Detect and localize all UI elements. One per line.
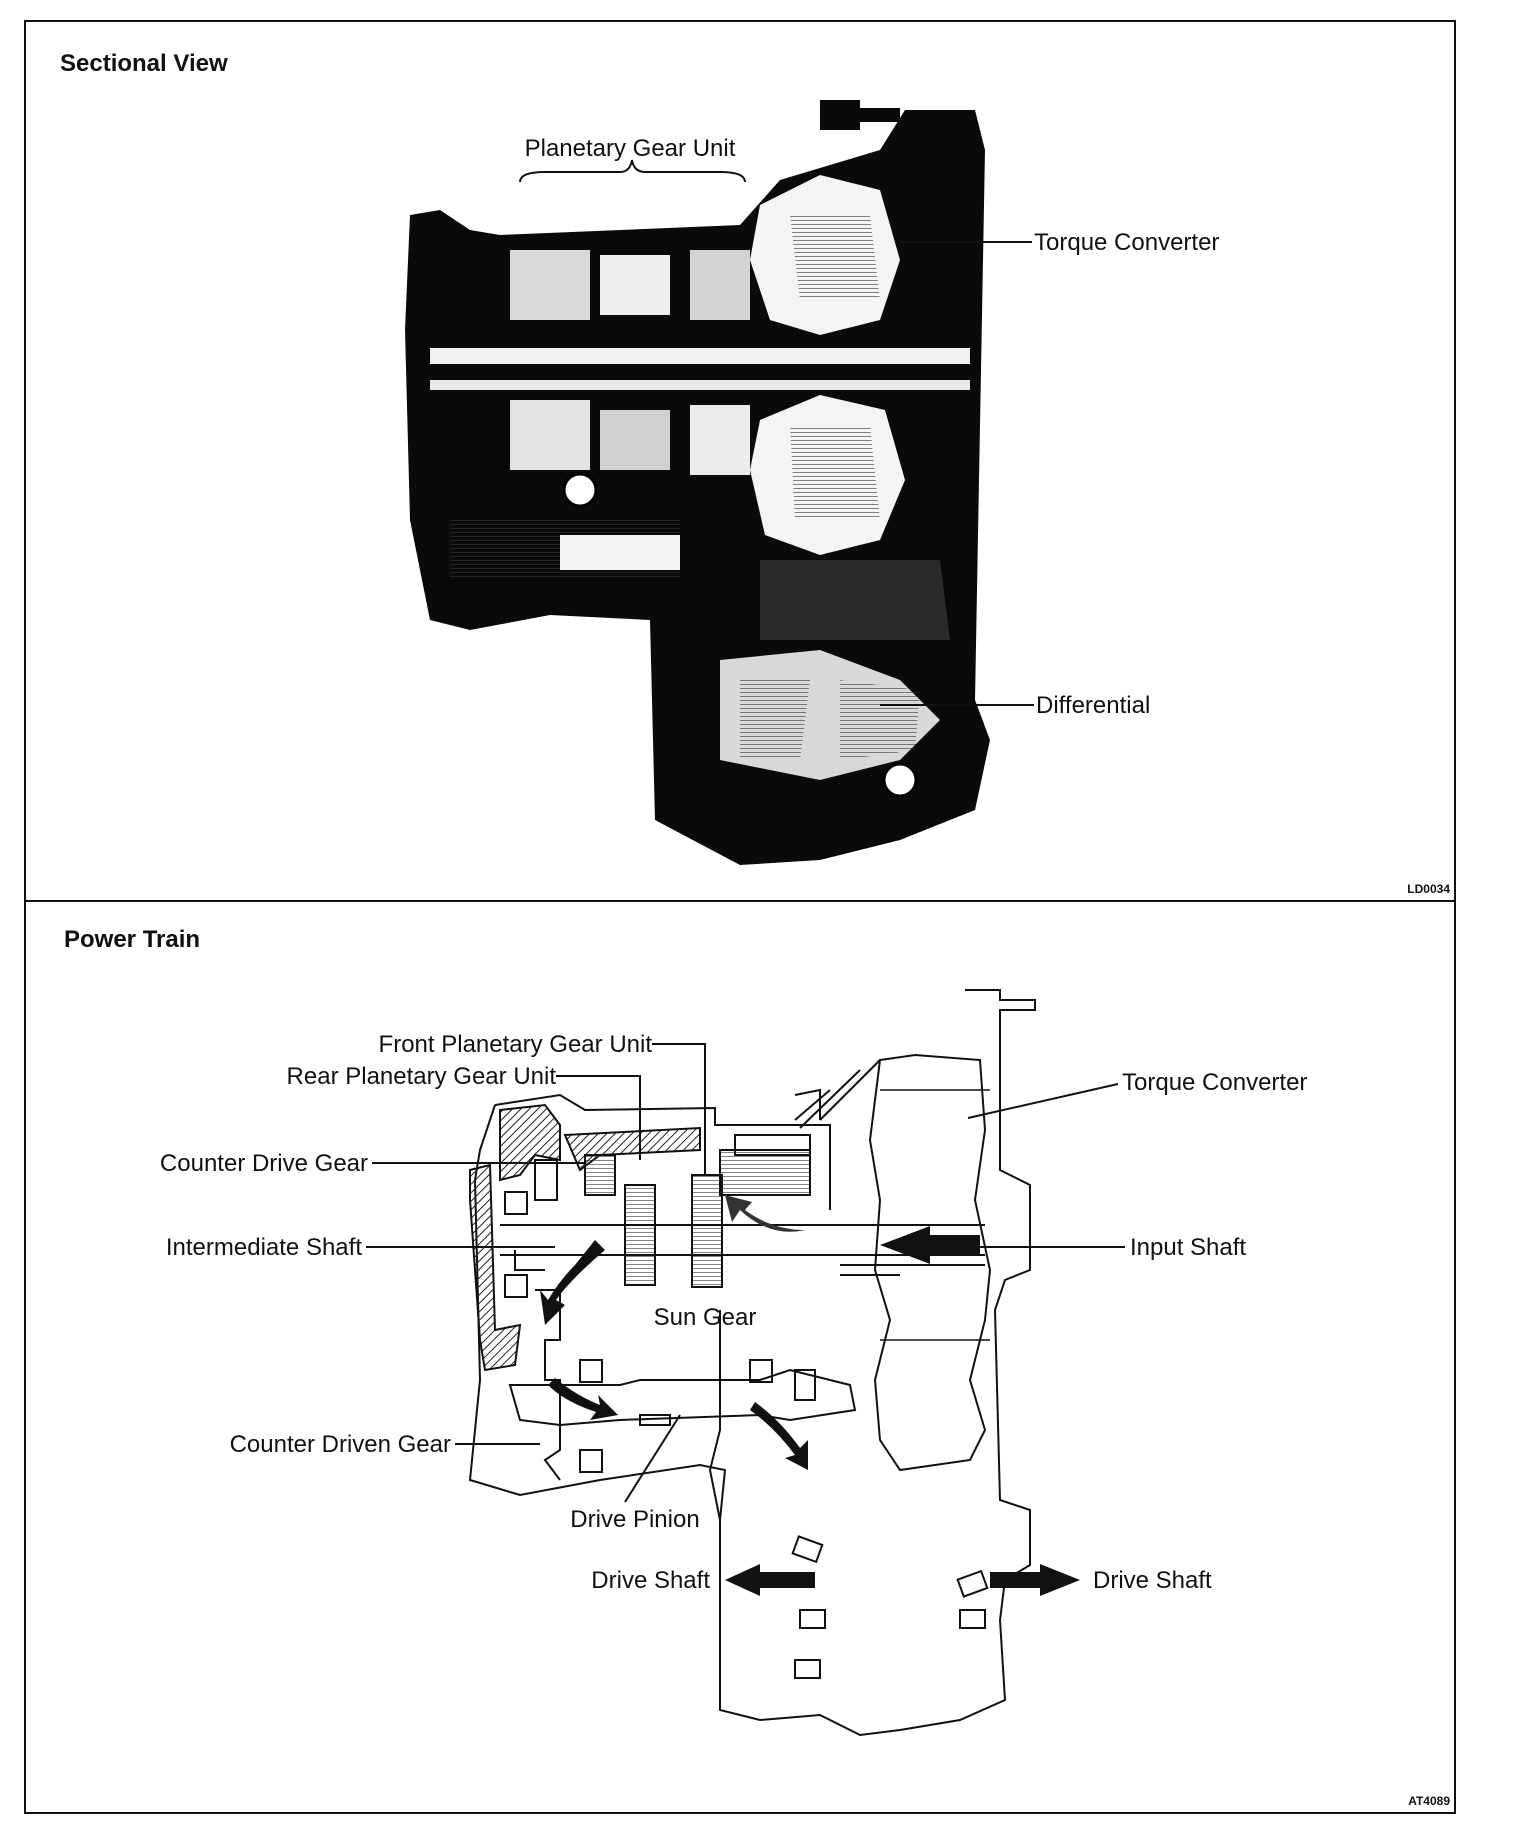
power-train-drawing — [468, 989, 1036, 1737]
planetary-gear-unit-label: Planetary Gear Unit — [525, 135, 736, 162]
intermediate-shaft-label: Intermediate Shaft — [166, 1234, 362, 1261]
torque-converter-leader-2 — [967, 1083, 1119, 1119]
drive-shaft-left-arrow — [725, 1564, 815, 1596]
rear-planetary-label: Rear Planetary Gear Unit — [287, 1063, 557, 1090]
sectional-view-title: Sectional View — [60, 50, 228, 77]
input-shaft-arrow — [880, 1226, 980, 1264]
sectional-view-code: LD0034 — [1407, 882, 1450, 896]
counter-drive-gear-label: Counter Drive Gear — [160, 1150, 368, 1177]
front-planetary-leader — [652, 1043, 706, 1175]
pinion-arrow — [750, 1402, 808, 1470]
torque-converter-label: Torque Converter — [1034, 229, 1219, 256]
drive-pinion-label: Drive Pinion — [570, 1506, 699, 1533]
differential-label: Differential — [1036, 692, 1150, 719]
drive-shaft-right-label: Drive Shaft — [1093, 1567, 1212, 1594]
power-train-leaders — [366, 1043, 1125, 1503]
power-train-torque-converter-label: Torque Converter — [1122, 1069, 1307, 1096]
rear-planetary-leader — [556, 1075, 641, 1160]
drive-shaft-right-arrow — [990, 1564, 1080, 1596]
counter-drive-arrow — [540, 1240, 605, 1325]
counter-driven-arrow — [548, 1378, 618, 1420]
power-flow-arrows — [540, 1195, 1080, 1596]
front-planetary-label: Front Planetary Gear Unit — [379, 1031, 653, 1058]
sectional-view-drawing — [405, 100, 990, 865]
drive-shaft-left-label: Drive Shaft — [591, 1567, 710, 1594]
planetary-brace — [519, 159, 746, 183]
planetary-flow-arrow — [725, 1195, 805, 1232]
input-shaft-label: Input Shaft — [1130, 1234, 1246, 1261]
sun-gear-label: Sun Gear — [654, 1304, 757, 1331]
counter-driven-gear-label: Counter Driven Gear — [230, 1431, 451, 1458]
drive-pinion-leader — [624, 1414, 681, 1503]
